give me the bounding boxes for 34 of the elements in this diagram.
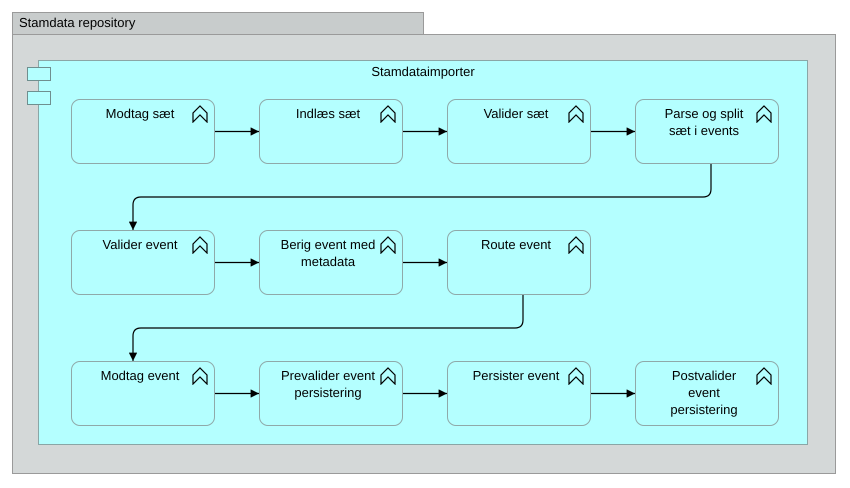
process-box <box>71 230 215 295</box>
arrow <box>591 127 635 136</box>
box-label: Parse og split sæt i events <box>664 105 744 139</box>
arrow <box>403 389 447 398</box>
box-label: Modtag sæt <box>104 105 176 122</box>
process-box <box>635 99 779 164</box>
process-box <box>447 99 591 164</box>
arrow <box>591 389 635 398</box>
box-label: Berig event med metadata <box>280 236 376 270</box>
arrow <box>128 164 712 230</box>
box-label: Modtag event <box>100 367 180 384</box>
process-box <box>447 361 591 426</box>
process-box <box>71 361 215 426</box>
component-title: Stamdataimporter <box>370 64 476 79</box>
box-label: Valider event <box>102 236 178 253</box>
process-box <box>259 99 403 164</box>
process-box <box>635 361 779 426</box>
box-label: Postvalider event persistering <box>669 367 739 418</box>
process-box <box>447 230 591 295</box>
process-box <box>71 99 215 164</box>
arrow <box>215 389 259 398</box>
box-label: Valider sæt <box>482 105 550 122</box>
process-box <box>259 361 403 426</box>
arrow <box>215 258 259 267</box>
box-label: Indlæs sæt <box>294 105 362 122</box>
arrow <box>128 295 524 361</box>
arrow <box>215 127 259 136</box>
box-label: Route event <box>480 236 552 253</box>
group-title-tab: Stamdata repository <box>12 12 424 35</box>
box-label: Prevalider event persistering <box>280 367 376 401</box>
process-box <box>259 230 403 295</box>
arrow <box>403 127 447 136</box>
box-label: Persister event <box>472 367 560 384</box>
arrow <box>403 258 447 267</box>
